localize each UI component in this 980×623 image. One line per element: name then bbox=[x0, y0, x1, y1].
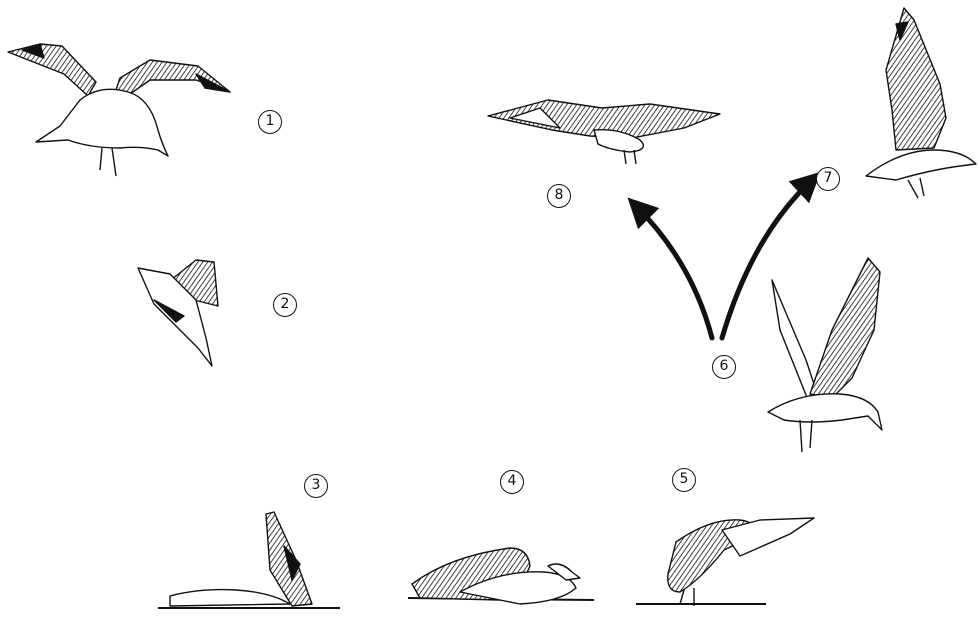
arrow-to-8 bbox=[636, 206, 712, 338]
step-label-3: 3 bbox=[304, 474, 328, 498]
gull-8-gliding bbox=[488, 100, 720, 164]
arrow-to-7 bbox=[722, 180, 812, 338]
step-label-5: 5 bbox=[672, 468, 696, 492]
gull-7-climbing bbox=[866, 8, 976, 198]
step-label-1: 1 bbox=[258, 110, 282, 134]
gull-3-in-water bbox=[158, 512, 340, 608]
gull-5-taking-off bbox=[636, 518, 814, 606]
step-label-6: 6 bbox=[712, 355, 736, 379]
step-label-2: 2 bbox=[273, 293, 297, 317]
gull-6-lifting-off bbox=[768, 258, 882, 452]
gull-4-feeding bbox=[408, 548, 594, 604]
step-label-8: 8 bbox=[547, 184, 571, 208]
gull-2-diving bbox=[138, 260, 218, 366]
step-label-4: 4 bbox=[500, 470, 524, 494]
step-label-7: 7 bbox=[816, 167, 840, 191]
gull-1-landing bbox=[8, 44, 230, 176]
